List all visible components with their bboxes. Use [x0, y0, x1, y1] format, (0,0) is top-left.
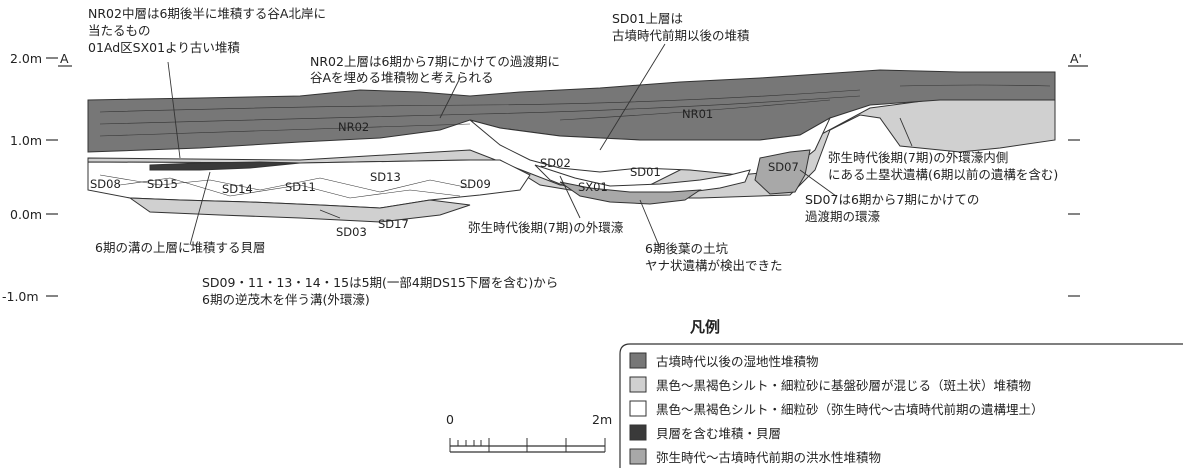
svg-text:01Ad区SX01より古い堆積: 01Ad区SX01より古い堆積	[88, 40, 240, 55]
axis-label-2m: 2.0m	[10, 51, 42, 66]
annotation-outer-moat: 弥生時代後期(7期)の外環濠	[468, 220, 624, 235]
feature-sd17: SD17	[378, 217, 409, 231]
annotation-yayoi-inner-embankment: 弥生時代後期(7期)の外環濠内側 にある土塁状遺構(6期以前の遺構を含む)	[828, 150, 1058, 182]
feature-sd07: SD07	[768, 160, 799, 174]
feature-sx01: SX01	[578, 180, 608, 194]
section-end-right: A'	[1070, 51, 1082, 66]
legend-swatch	[629, 352, 647, 369]
legend-item-label: 古墳時代以後の湿地性堆積物	[656, 354, 819, 369]
feature-sd09: SD09	[460, 177, 491, 191]
feature-sd11: SD11	[285, 180, 316, 194]
section-profile	[87, 69, 1056, 223]
svg-text:にある土塁状遺構(6期以前の遺構を含む): にある土塁状遺構(6期以前の遺構を含む)	[828, 167, 1058, 182]
legend-swatch	[629, 400, 647, 417]
lamination-lines	[99, 84, 1051, 199]
legend-item-label: 貝層を含む堆積・貝層	[656, 426, 781, 441]
legend-item-label: 黒色〜黒褐色シルト・細粒砂（弥生時代〜古墳時代前期の遺構埋土）	[656, 402, 1044, 417]
feature-sd08: SD08	[90, 177, 121, 191]
feature-sd03: SD03	[336, 225, 367, 239]
feature-sd15: SD15	[147, 177, 178, 191]
legend-title: 凡例	[690, 318, 720, 336]
feature-nr01: NR01	[682, 107, 713, 121]
svg-text:弥生時代後期(7期)の外環濠内側: 弥生時代後期(7期)の外環濠内側	[828, 150, 1008, 165]
feature-sd01: SD01	[630, 165, 661, 179]
flood-layer-lower	[128, 197, 471, 223]
wetland-layer	[87, 69, 1056, 153]
sd07-fill	[754, 149, 811, 195]
svg-text:弥生時代後期(7期)の外環濠: 弥生時代後期(7期)の外環濠	[468, 220, 624, 235]
svg-text:古墳時代前期以後の堆積: 古墳時代前期以後の堆積	[612, 28, 750, 43]
feature-sd13: SD13	[370, 170, 401, 184]
legend-swatch	[629, 424, 647, 441]
axis-label-1m: 1.0m	[10, 133, 42, 148]
axis-label-minus1m: -1.0m	[2, 289, 39, 304]
feature-labels: NR02 NR01 SD08 SD15 SD14 SD11 SD13 SD09 …	[90, 107, 799, 239]
svg-text:過渡期の環濠: 過渡期の環濠	[805, 209, 881, 224]
annotation-sd07: SD07は6期から7期にかけての 過渡期の環濠	[805, 192, 979, 224]
feature-nr02: NR02	[338, 120, 369, 134]
svg-text:6期後葉の土坑: 6期後葉の土坑	[645, 241, 728, 256]
axis-label-0m: 0.0m	[10, 207, 42, 222]
leader-lines	[167, 43, 913, 249]
svg-text:6期の逆茂木を伴う溝(外環濠): 6期の逆茂木を伴う溝(外環濠)	[202, 292, 370, 307]
scale-max-label: 2m	[592, 412, 612, 427]
legend-item-label: 黒色〜黒褐色シルト・細粒砂に基盤砂層が混じる（斑土状）堆積物	[656, 378, 1031, 393]
annotation-sd01-upper: SD01上層は 古墳時代前期以後の堆積	[612, 11, 750, 43]
sx01-fill	[559, 181, 702, 205]
svg-text:当たるもの: 当たるもの	[88, 23, 151, 38]
shell-layer	[149, 161, 301, 171]
legend-item-label: 弥生時代〜古墳時代前期の洪水性堆積物	[656, 450, 881, 465]
svg-text:NR02中層は6期後半に堆積する谷A北岸に: NR02中層は6期後半に堆積する谷A北岸に	[88, 6, 326, 21]
legend: 凡例 古墳時代以後の湿地性堆積物黒色〜黒褐色シルト・細粒砂に基盤砂層が混じる（斑…	[619, 318, 1183, 468]
feature-sd14: SD14	[222, 182, 253, 196]
elevation-axis: 2.0m 1.0m 0.0m -1.0m	[2, 51, 1080, 304]
feature-sd02: SD02	[540, 156, 571, 170]
svg-text:ヤナ状遺構が検出できた: ヤナ状遺構が検出できた	[645, 258, 783, 273]
annotation-nr02-middle: NR02中層は6期後半に堆積する谷A北岸に 当たるもの 01Ad区SX01より古…	[88, 6, 326, 55]
svg-text:谷Aを埋める堆積物と考えられる: 谷Aを埋める堆積物と考えられる	[310, 70, 494, 85]
scale-bar: 0 2m	[446, 412, 612, 453]
annotation-ditches: SD09・11・13・14・15は5期(一部4期DS15下層を含む)から 6期の…	[202, 275, 558, 307]
section-end-left: A	[60, 51, 69, 66]
svg-text:NR02上層は6期から7期にかけての過渡期に: NR02上層は6期から7期にかけての過渡期に	[310, 54, 560, 69]
annotation-nr02-upper: NR02上層は6期から7期にかけての過渡期に 谷Aを埋める堆積物と考えられる	[310, 54, 560, 85]
legend-swatch	[629, 448, 647, 465]
annotation-shell-layer: 6期の溝の上層に堆積する貝層	[95, 240, 265, 255]
svg-text:SD09・11・13・14・15は5期(一部4期DS15下層: SD09・11・13・14・15は5期(一部4期DS15下層を含む)から	[202, 275, 558, 290]
legend-swatch	[629, 376, 647, 393]
svg-text:6期の溝の上層に堆積する貝層: 6期の溝の上層に堆積する貝層	[95, 240, 265, 255]
svg-text:SD01上層は: SD01上層は	[612, 11, 683, 26]
scale-min-label: 0	[446, 412, 454, 427]
svg-text:SD07は6期から7期にかけての: SD07は6期から7期にかけての	[805, 192, 979, 207]
annotation-pit: 6期後葉の土坑 ヤナ状遺構が検出できた	[645, 241, 783, 273]
